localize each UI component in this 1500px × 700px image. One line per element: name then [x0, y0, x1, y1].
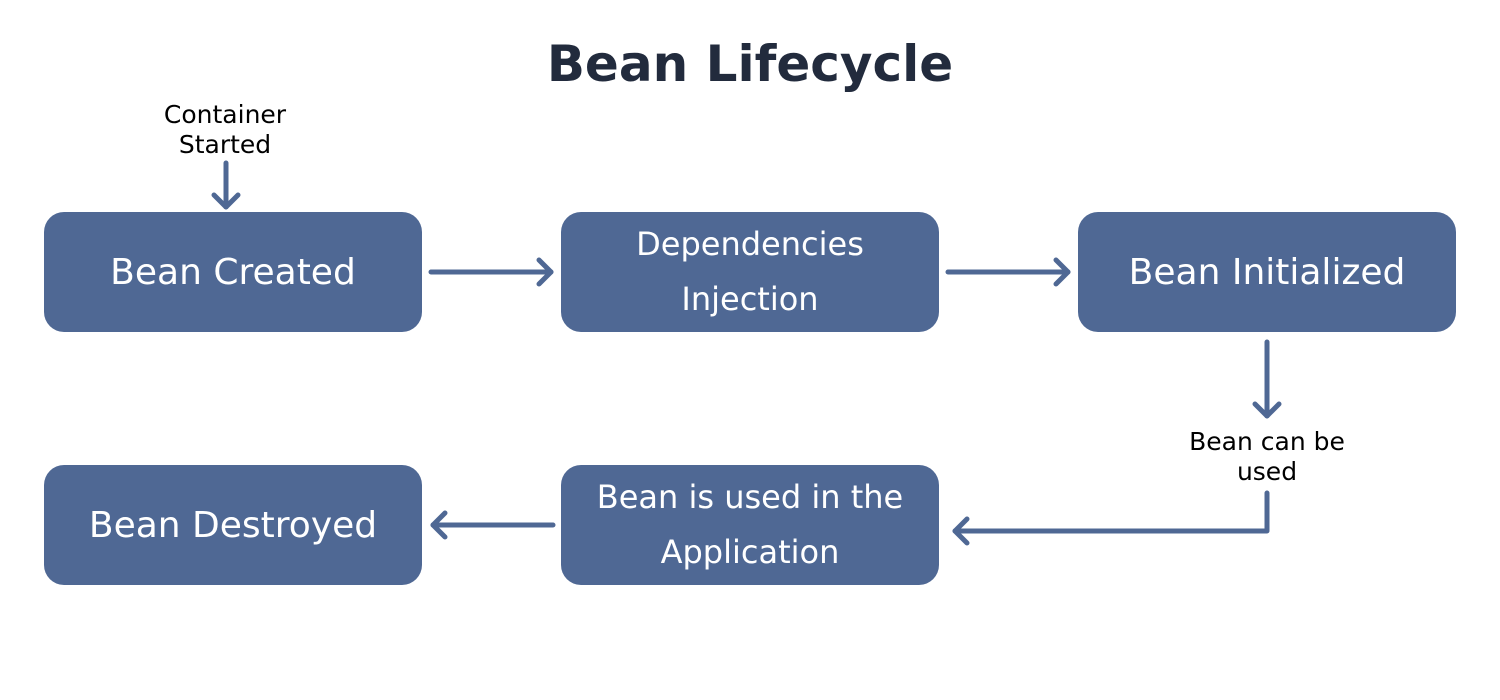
- node-bean-used-in-application: Bean is used in the Application: [561, 465, 939, 585]
- node-bean-created: Bean Created: [44, 212, 422, 332]
- edge-label-bean-can-be-used: Bean can be used: [1189, 427, 1345, 486]
- arrow-initialized-down: [1252, 339, 1282, 419]
- arrow-start-to-created: [211, 160, 241, 210]
- arrow-used-to-destroyed: [430, 510, 556, 540]
- start-label: Container Started: [163, 100, 287, 159]
- arrow-created-to-dependencies: [428, 257, 554, 287]
- node-bean-destroyed: Bean Destroyed: [44, 465, 422, 585]
- node-bean-destroyed-label: Bean Destroyed: [88, 504, 378, 546]
- node-dependencies-injection: Dependencies Injection: [561, 212, 939, 332]
- node-bean-used-in-application-label: Bean is used in the Application: [596, 478, 904, 571]
- diagram-title: Bean Lifecycle: [546, 35, 954, 93]
- node-dependencies-injection-label: Dependencies Injection: [636, 225, 864, 318]
- node-bean-created-label: Bean Created: [110, 251, 356, 293]
- node-bean-initialized: Bean Initialized: [1078, 212, 1456, 332]
- node-bean-initialized-label: Bean Initialized: [1128, 251, 1406, 293]
- arrow-can-be-used-to-used: [952, 490, 1270, 546]
- arrow-dependencies-to-initialized: [945, 257, 1071, 287]
